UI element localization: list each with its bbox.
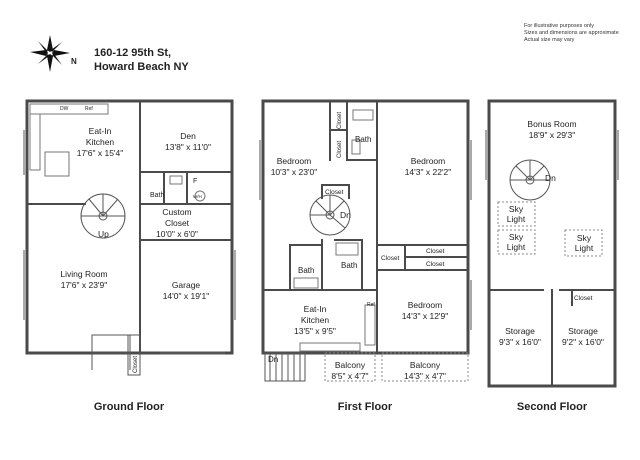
closet-label: Closet bbox=[133, 356, 139, 373]
property-address: 160-12 95th St, Howard Beach NY bbox=[94, 46, 189, 74]
bath-label: Bath bbox=[341, 261, 357, 270]
first-floor-plan bbox=[259, 99, 472, 382]
disclaimer: For illustrative purposes only Sizes and… bbox=[524, 23, 619, 44]
room-name: Bedroom bbox=[408, 300, 443, 310]
room-name: Storage bbox=[568, 326, 598, 336]
skylight-label: Sky bbox=[509, 232, 524, 242]
room-name: Balcony bbox=[410, 360, 441, 370]
stairs-down-label: Dn bbox=[340, 210, 351, 220]
dishwasher-label: DW bbox=[60, 106, 69, 112]
room-size: 17'6" x 23'9" bbox=[61, 280, 108, 290]
room-size: 14'3" x 4'7" bbox=[404, 371, 446, 381]
ground-floor-plan bbox=[23, 99, 236, 376]
bath-label: Bath bbox=[150, 192, 165, 199]
closet-label: Closet bbox=[381, 255, 400, 262]
room-name: Den bbox=[180, 131, 196, 141]
room-name: Eat-In bbox=[89, 126, 112, 136]
water-heater-label: W/H bbox=[193, 194, 202, 199]
closet-label: Closet bbox=[337, 112, 343, 129]
room-size: 18'9" x 29'3" bbox=[529, 130, 576, 140]
room-size: 14'3" x 22'2" bbox=[405, 167, 452, 177]
room-size: 14'0" x 19'1" bbox=[163, 291, 210, 301]
disclaimer-line: Sizes and dimensions are approximate bbox=[524, 30, 619, 36]
room-name: Garage bbox=[172, 280, 201, 290]
room-name: Closet bbox=[165, 218, 190, 228]
closet-label: Closet bbox=[574, 295, 593, 302]
closet-label: Closet bbox=[426, 261, 445, 268]
room-name: Living Room bbox=[60, 269, 107, 279]
room-name: Custom bbox=[162, 207, 191, 217]
room-size: 14'3" x 12'9" bbox=[402, 311, 449, 321]
stairs-down-label: Dn bbox=[545, 173, 556, 183]
room-size: 9'2" x 16'0" bbox=[562, 337, 604, 347]
room-name: Balcony bbox=[335, 360, 366, 370]
closet-label: Closet bbox=[426, 248, 445, 255]
skylight-label: Sky bbox=[509, 204, 524, 214]
floor-title-first: First Floor bbox=[337, 401, 393, 413]
address-line-1: 160-12 95th St, bbox=[94, 47, 172, 59]
furnace-label: F bbox=[193, 178, 197, 185]
closet-label: Closet bbox=[325, 189, 344, 196]
room-size: 8'5" x 4'7" bbox=[331, 371, 368, 381]
room-name: Storage bbox=[505, 326, 535, 336]
ref-label: Ref bbox=[85, 106, 93, 112]
second-floor-plan bbox=[485, 99, 619, 388]
room-size: 13'8" x 11'0" bbox=[165, 142, 211, 152]
skylight-label: Light bbox=[507, 242, 526, 252]
stairs-up-label: Up bbox=[98, 229, 109, 239]
skylight-label: Light bbox=[507, 214, 526, 224]
floor-title-second: Second Floor bbox=[516, 401, 588, 413]
disclaimer-line: For illustrative purposes only bbox=[524, 23, 595, 29]
room-name: Kitchen bbox=[86, 137, 115, 147]
room-name: Bedroom bbox=[277, 156, 312, 166]
bath-label: Bath bbox=[355, 135, 371, 144]
floor-title-ground: Ground Floor bbox=[93, 401, 165, 413]
stairs-down-label: Dn bbox=[268, 355, 278, 364]
disclaimer-line: Actual size may vary bbox=[524, 37, 575, 43]
room-name: Bedroom bbox=[411, 156, 446, 166]
room-name: Kitchen bbox=[301, 315, 330, 325]
closet-label: Closet bbox=[337, 141, 343, 158]
compass-icon bbox=[30, 35, 70, 72]
room-name: Bonus Room bbox=[527, 119, 576, 129]
room-size: 10'3" x 23'0" bbox=[271, 167, 318, 177]
room-name: Eat-In bbox=[304, 304, 327, 314]
skylight-label: Sky bbox=[577, 233, 592, 243]
room-size: 13'5" x 9'5" bbox=[294, 326, 336, 336]
skylight-label: Light bbox=[575, 243, 594, 253]
room-size: 17'6" x 15'4" bbox=[77, 148, 124, 158]
compass-north-label: N bbox=[71, 57, 77, 66]
ref-label: Ref bbox=[367, 302, 375, 308]
room-size: 10'0" x 6'0" bbox=[156, 229, 198, 239]
bath-label: Bath bbox=[298, 266, 314, 275]
address-line-2: Howard Beach NY bbox=[94, 61, 189, 73]
room-size: 9'3" x 16'0" bbox=[499, 337, 541, 347]
